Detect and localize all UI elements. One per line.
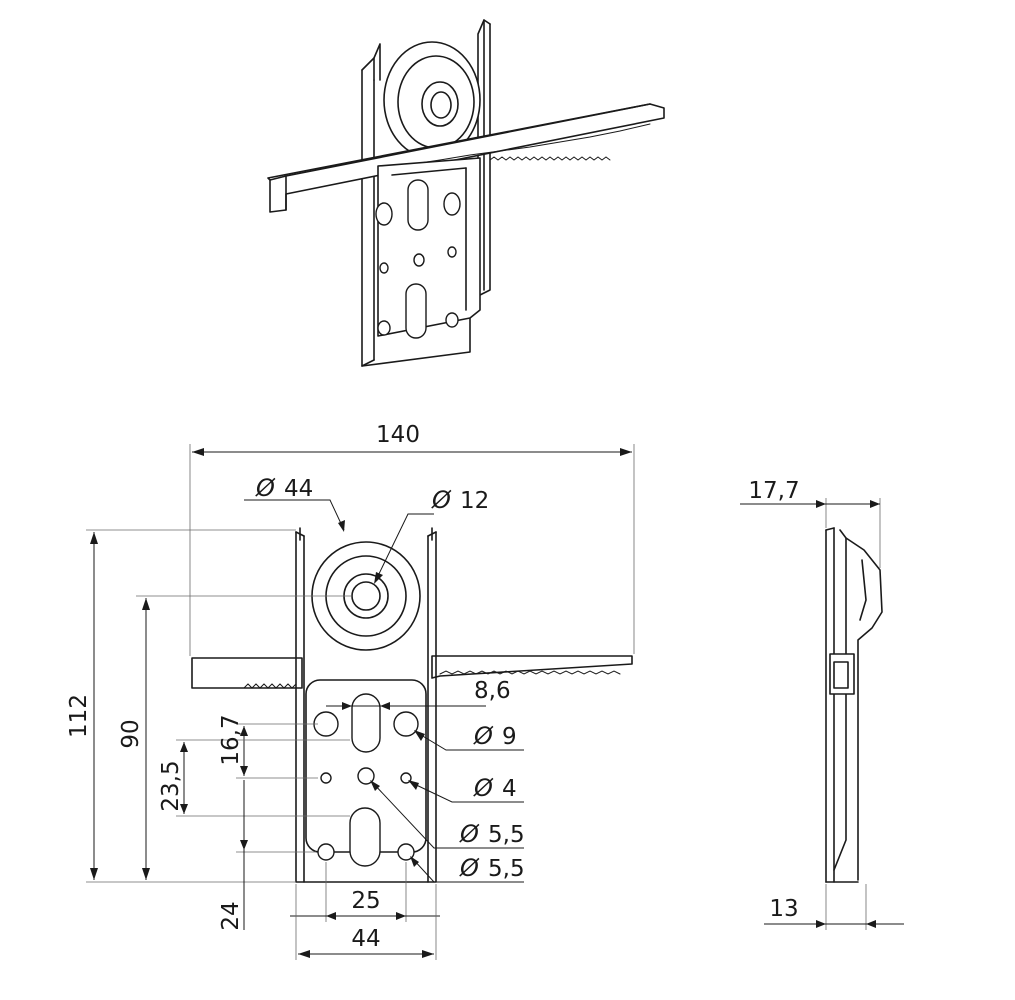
- diameter-symbol: Ø: [473, 722, 494, 750]
- diameter-symbol: Ø: [459, 854, 480, 882]
- label-hole-spacing-horizontal: 25: [351, 888, 380, 914]
- label-hole-small: 4: [502, 776, 517, 802]
- diameter-symbol: Ø: [255, 474, 276, 502]
- dimensions: [86, 444, 904, 960]
- label-side-depth-top: 17,7: [748, 478, 799, 504]
- label-wheel-diameter: 44: [284, 476, 313, 502]
- diameter-symbol: Ø: [459, 820, 480, 848]
- label-slot-width: 8,6: [474, 678, 511, 704]
- label-axle-diameter: 12: [460, 488, 489, 514]
- label-side-depth-bottom: 13: [769, 896, 798, 922]
- label-hole-bottom: 5,5: [488, 856, 525, 882]
- label-hole-vertical-spacing: 23,5: [158, 760, 184, 811]
- side-view: [825, 527, 883, 883]
- label-slot-spacing: 16,7: [218, 714, 244, 765]
- label-height-total: 112: [66, 694, 92, 738]
- label-width-total: 140: [376, 422, 420, 448]
- label-height-axle: 90: [118, 719, 144, 748]
- isometric-view: [267, 19, 665, 367]
- diameter-symbol: Ø: [431, 486, 452, 514]
- label-plate-width: 44: [351, 926, 380, 952]
- front-view: [191, 527, 633, 883]
- diameter-symbol: Ø: [473, 774, 494, 802]
- label-hole-mid: 5,5: [488, 822, 525, 848]
- label-bottom-offset: 24: [218, 901, 244, 930]
- label-hole-large: 9: [502, 724, 517, 750]
- dimension-labels: 140 Ø 44 Ø 12 112 90 8,6 Ø 9 Ø 4 Ø 5,5 Ø…: [66, 422, 800, 952]
